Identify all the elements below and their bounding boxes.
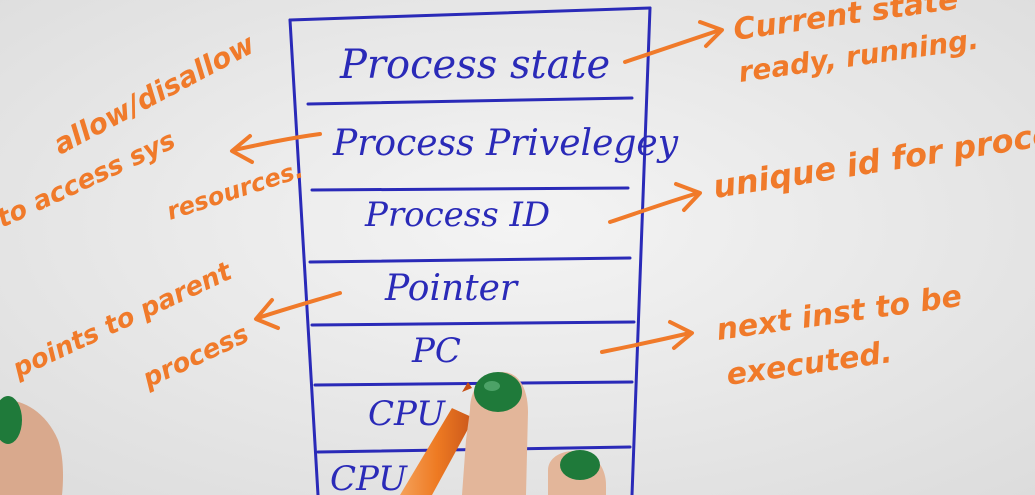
pcb-top-border xyxy=(288,6,652,22)
pcb-divider xyxy=(308,256,632,264)
hand xyxy=(0,372,606,495)
pcb-table xyxy=(288,6,652,495)
arrow-privileges xyxy=(230,132,322,164)
pcb-field-pointer: Pointer xyxy=(384,268,519,309)
left-fingernail xyxy=(0,396,22,444)
pcb-left-border xyxy=(288,18,320,495)
arrow-pc xyxy=(600,320,694,354)
pcb-field-cpu-2: CPU xyxy=(330,459,408,495)
arrow-current-state xyxy=(623,20,724,64)
pcb-right-border xyxy=(630,6,652,495)
index-fingernail xyxy=(474,372,522,412)
arrow-process-id xyxy=(608,182,702,224)
pcb-field-pc: PC xyxy=(411,331,461,371)
pcb-field-process-state: Process state xyxy=(339,42,610,88)
pcb-divider xyxy=(313,380,634,387)
pcb-divider xyxy=(306,96,634,106)
pcb-field-cpu: CPU xyxy=(368,394,446,434)
pcb-divider xyxy=(310,186,630,192)
middle-fingernail xyxy=(560,450,600,480)
pcb-field-process-privileges: Process Privelegey xyxy=(332,123,679,164)
pcb-field-process-id: Process ID xyxy=(364,195,550,235)
arrow-pointer xyxy=(254,291,342,330)
orange-marker xyxy=(400,382,474,495)
pcb-divider xyxy=(310,320,636,327)
